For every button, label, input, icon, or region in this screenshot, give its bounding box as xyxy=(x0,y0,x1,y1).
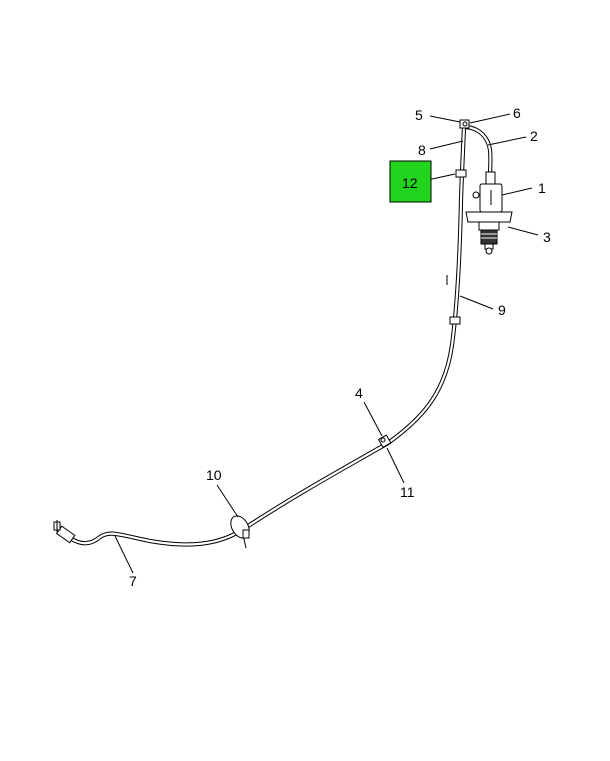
callout-9: 9 xyxy=(498,302,506,318)
leader-5 xyxy=(429,115,461,123)
clip-12 xyxy=(455,169,467,178)
callout-8: 8 xyxy=(418,142,426,158)
main-tube xyxy=(67,124,467,547)
leader-10 xyxy=(216,484,239,518)
leader-2 xyxy=(487,136,527,146)
callout-10: 10 xyxy=(206,467,222,483)
callout-7: 7 xyxy=(129,573,137,589)
callout-5: 5 xyxy=(415,107,423,123)
leader-3 xyxy=(507,226,539,236)
clip-9 xyxy=(446,275,461,325)
callout-labels: 1 2 3 4 5 6 7 8 9 10 11 xyxy=(129,105,551,589)
valve-assembly xyxy=(465,171,513,255)
callout-1: 1 xyxy=(538,180,546,196)
clip-10 xyxy=(230,515,250,549)
valve-tube xyxy=(463,124,493,179)
callout-6: 6 xyxy=(513,105,521,121)
clip-top xyxy=(459,119,470,129)
highlight-box-12[interactable]: 12 xyxy=(389,160,432,203)
end-fitting xyxy=(53,520,76,544)
leader-9 xyxy=(459,295,494,310)
leader-lines xyxy=(114,113,539,574)
callout-3: 3 xyxy=(543,229,551,245)
callout-2: 2 xyxy=(530,128,538,144)
callout-11: 11 xyxy=(400,484,415,500)
highlight-box[interactable] xyxy=(389,160,432,203)
leader-7 xyxy=(114,535,134,574)
highlight-label: 12 xyxy=(402,175,418,191)
leader-8 xyxy=(429,140,464,150)
leader-1 xyxy=(501,187,533,196)
clip-4 xyxy=(377,434,392,449)
leader-6 xyxy=(469,113,511,124)
leader-11 xyxy=(386,447,405,484)
leader-4 xyxy=(363,401,383,437)
callout-4: 4 xyxy=(355,385,363,401)
